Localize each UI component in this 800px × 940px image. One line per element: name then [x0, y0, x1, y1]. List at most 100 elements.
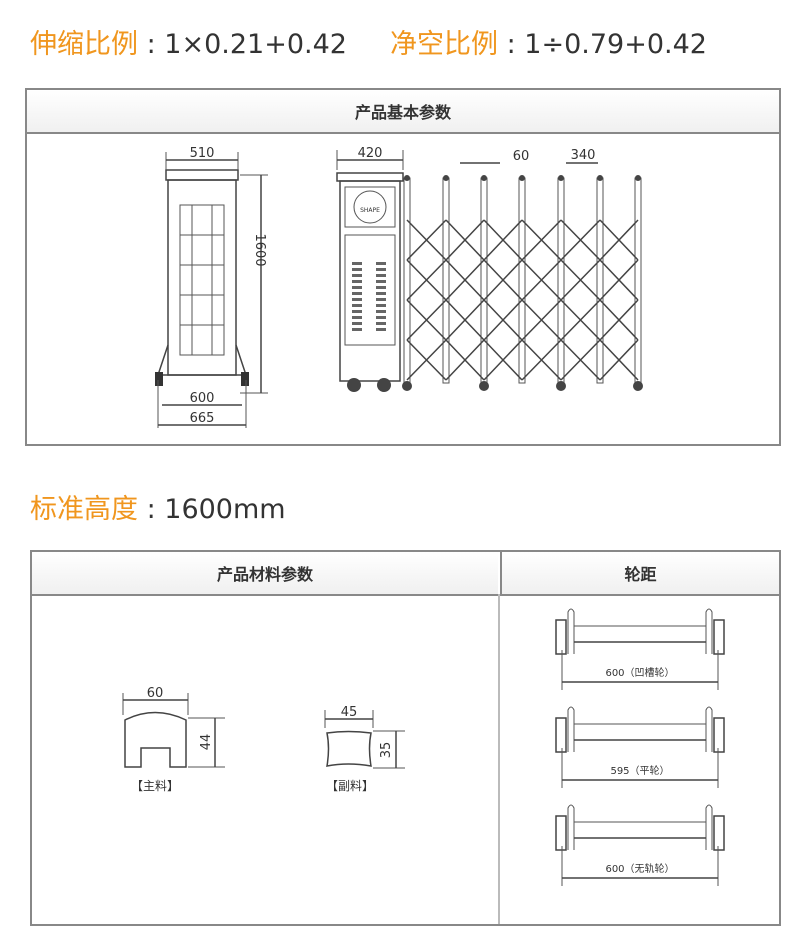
scissor-link — [483, 339, 523, 381]
wheel-right — [713, 815, 725, 851]
wheel-left — [555, 815, 567, 851]
scissor-link — [521, 259, 562, 301]
stretch-ratio-value: : 1×0.21+0.42 — [146, 29, 347, 60]
panel-button — [352, 310, 362, 313]
scissor-link — [483, 259, 523, 301]
scissor-link — [599, 299, 639, 341]
panel-button — [352, 304, 362, 307]
scissor-link — [406, 299, 447, 341]
scissor-link — [560, 339, 601, 381]
panel-button — [376, 316, 386, 319]
main-caption: 【主料】 — [131, 779, 179, 793]
clearance-ratio-label: 净空比例 — [390, 29, 498, 60]
main-height: 44 — [199, 734, 214, 751]
wheel-bracket — [705, 608, 713, 654]
panel-button — [352, 328, 362, 331]
panel-button — [376, 292, 386, 295]
basic-params-panel: 产品基本参数 — [25, 88, 781, 446]
gate-wheel — [556, 381, 566, 391]
side-view-frame — [155, 152, 268, 428]
bar-width: 60 — [513, 149, 530, 164]
panel-button — [352, 298, 362, 301]
panel-button — [376, 268, 386, 271]
post-cap — [481, 175, 487, 181]
wheel-right — [713, 619, 725, 655]
panel-button — [376, 322, 386, 325]
panel-button — [352, 268, 362, 271]
scissor-link — [599, 219, 639, 261]
scissor-link — [445, 299, 485, 341]
scissor-link — [445, 339, 485, 381]
secondary-material-profile — [324, 710, 405, 769]
gate-wheel — [402, 381, 412, 391]
scissor-link — [560, 259, 601, 301]
wheel-bracket — [567, 608, 575, 654]
scissor-gate — [402, 175, 643, 391]
panel-button — [352, 274, 362, 277]
scissor-link — [599, 259, 639, 301]
bar-spacing: 340 — [571, 148, 596, 163]
clearance-ratio-value: : 1÷0.79+0.42 — [506, 29, 707, 60]
scissor-link — [599, 339, 639, 381]
side-top-width: 510 — [190, 146, 215, 161]
stretch-ratio-label: 伸缩比例 — [30, 29, 138, 60]
scissor-link — [483, 299, 523, 341]
post-cap — [404, 175, 410, 181]
wheel-bracket — [705, 706, 713, 752]
secondary-caption: 【副料】 — [326, 779, 374, 793]
main-width: 60 — [147, 686, 164, 701]
wheel-right — [713, 717, 725, 753]
gate-wheel — [479, 381, 489, 391]
wheel-bracket — [567, 706, 575, 752]
panel-button — [352, 316, 362, 319]
panel-button — [352, 292, 362, 295]
wheel-left — [555, 619, 567, 655]
panel-button — [376, 274, 386, 277]
gate-wheel — [633, 381, 643, 391]
stretch-ratio: 伸缩比例 : 1×0.21+0.42 — [30, 22, 347, 61]
post-cap — [519, 175, 525, 181]
panel-button — [376, 310, 386, 313]
clearance-ratio: 净空比例 : 1÷0.79+0.42 — [390, 22, 707, 61]
post-cap — [443, 175, 449, 181]
panel-button — [376, 280, 386, 283]
panel-button — [352, 280, 362, 283]
post-cap — [597, 175, 603, 181]
scissor-link — [445, 219, 485, 261]
scissor-link — [560, 299, 601, 341]
material-panel: 产品材料参数 轮距 — [30, 550, 781, 926]
side-height: 1600 — [252, 233, 267, 266]
panel-divider — [498, 594, 500, 924]
standard-height-value: : 1600mm — [146, 494, 286, 525]
scissor-link — [406, 219, 447, 261]
side-wheel-outer: 665 — [190, 411, 215, 426]
wheelbase-title: 轮距 — [500, 552, 779, 596]
gate-head-unit — [336, 150, 404, 392]
post-cap — [558, 175, 564, 181]
panel-button — [352, 322, 362, 325]
head-width: 420 — [358, 146, 383, 161]
scissor-link — [445, 259, 485, 301]
side-wheel-inner: 600 — [190, 391, 215, 406]
wheelbase-label-3: 600（无轨轮） — [605, 862, 674, 875]
basic-params-title: 产品基本参数 — [27, 90, 779, 134]
panel-button — [376, 304, 386, 307]
panel-button — [376, 298, 386, 301]
main-material-profile — [122, 693, 225, 768]
scissor-link — [406, 339, 447, 381]
panel-button — [376, 262, 386, 265]
wheelbase-label-1: 600（凹槽轮） — [605, 666, 674, 679]
panel-button — [352, 286, 362, 289]
panel-button — [376, 286, 386, 289]
secondary-width: 45 — [341, 705, 358, 720]
logo-text: SHAPE — [360, 207, 380, 214]
standard-height: 标准高度 : 1600mm — [30, 487, 286, 526]
scissor-link — [521, 299, 562, 341]
material-params-title: 产品材料参数 — [32, 552, 498, 596]
scissor-link — [483, 219, 523, 261]
post-cap — [635, 175, 641, 181]
scissor-link — [521, 339, 562, 381]
panel-button — [376, 328, 386, 331]
scissor-link — [521, 219, 562, 261]
